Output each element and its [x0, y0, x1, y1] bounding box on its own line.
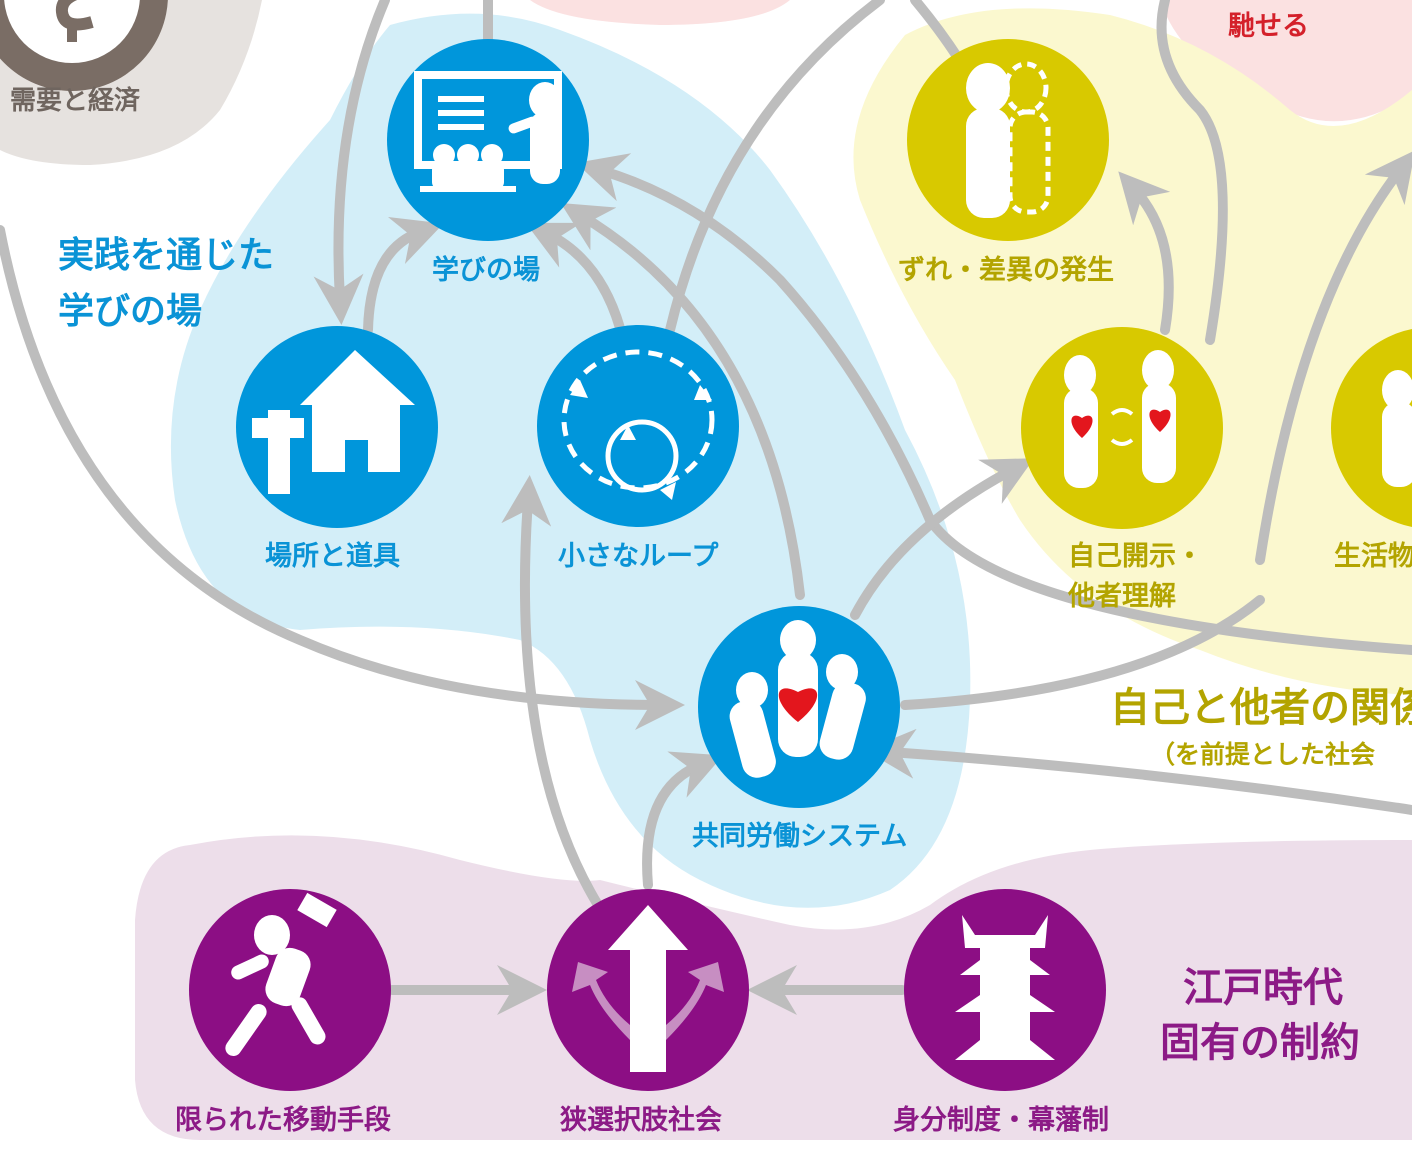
house-tool-icon[interactable] [236, 326, 438, 528]
kyodo-label: 共同労働システム [692, 821, 908, 852]
pink-region [530, 0, 790, 25]
arrow-sentaku-to-kyodo [642, 751, 724, 890]
arrow-kyodo-to-jiko [850, 458, 1035, 620]
arrow-jiko-to-zure [1118, 171, 1174, 335]
arrow-kyodo-to-right [900, 595, 1265, 710]
edo-region-title-line2: 固有の制約 [1160, 1020, 1360, 1066]
arrow-basho-to-manabi [363, 216, 444, 335]
pink-region-label: 馳せる [1228, 11, 1309, 42]
manabi-label: 学びの場 [432, 255, 540, 286]
loop-cycle-icon[interactable] [537, 325, 739, 527]
jiko-label-line2: 他者理解 [1068, 581, 1176, 612]
castle-icon[interactable] [904, 889, 1106, 1091]
mibun-label: 身分制度・幕藩制 [893, 1105, 1109, 1136]
arrow-sentaku-to-loop [501, 475, 603, 910]
arrow-top-to-basho [313, 0, 390, 325]
basho-label: 場所と道具 [265, 541, 400, 572]
arrow-right-to-kyodo [865, 728, 1412, 815]
arrow-loop-to-manabi [525, 222, 625, 333]
loop-label: 小さなループ [558, 541, 719, 572]
zure-label: ずれ・差異の発生 [898, 255, 1114, 286]
arrow-top-to-zure [910, 0, 963, 63]
running-courier-icon[interactable] [189, 889, 391, 1091]
edo-region-title-line1: 江戸時代 [1183, 965, 1343, 1011]
person-icon[interactable] [1331, 327, 1412, 529]
branching-arrows-icon[interactable] [547, 889, 749, 1091]
classroom-icon[interactable] [387, 39, 589, 241]
arrow-kyodo-to-manabi [560, 203, 805, 600]
arrow-right-to-manabi [576, 153, 1412, 655]
divergence-person-icon[interactable] [907, 39, 1109, 241]
arrow-left-to-kyodo [0, 225, 685, 730]
two-hearts-exchange-icon[interactable] [1021, 327, 1223, 529]
sentaku-label: 狭選択肢社会 [560, 1105, 722, 1136]
arrow-seikatsu-up [1255, 150, 1412, 565]
ido-label: 限られた移動手段 [175, 1105, 391, 1136]
self-other-region-subtitle: （を前提とした社会 [1150, 740, 1376, 769]
pink-region-right [1160, 0, 1412, 122]
learning-region-title-line1: 実践を通じた [58, 235, 275, 276]
self-other-region-title: 自己と他者の関係 [1110, 685, 1412, 731]
arrow-loop-to-top [665, 0, 885, 335]
jiko-label-line1: 自己開示・ [1068, 541, 1203, 572]
seikatsu-label: 生活物 [1334, 541, 1412, 572]
learning-region-title-line2: 学びの場 [58, 291, 203, 332]
team-heart-icon[interactable] [698, 606, 900, 808]
economy-region-label: 需要と経済 [10, 86, 141, 116]
economy-icon [0, 0, 168, 91]
arrow-pink-to-jiko [1156, 0, 1228, 345]
